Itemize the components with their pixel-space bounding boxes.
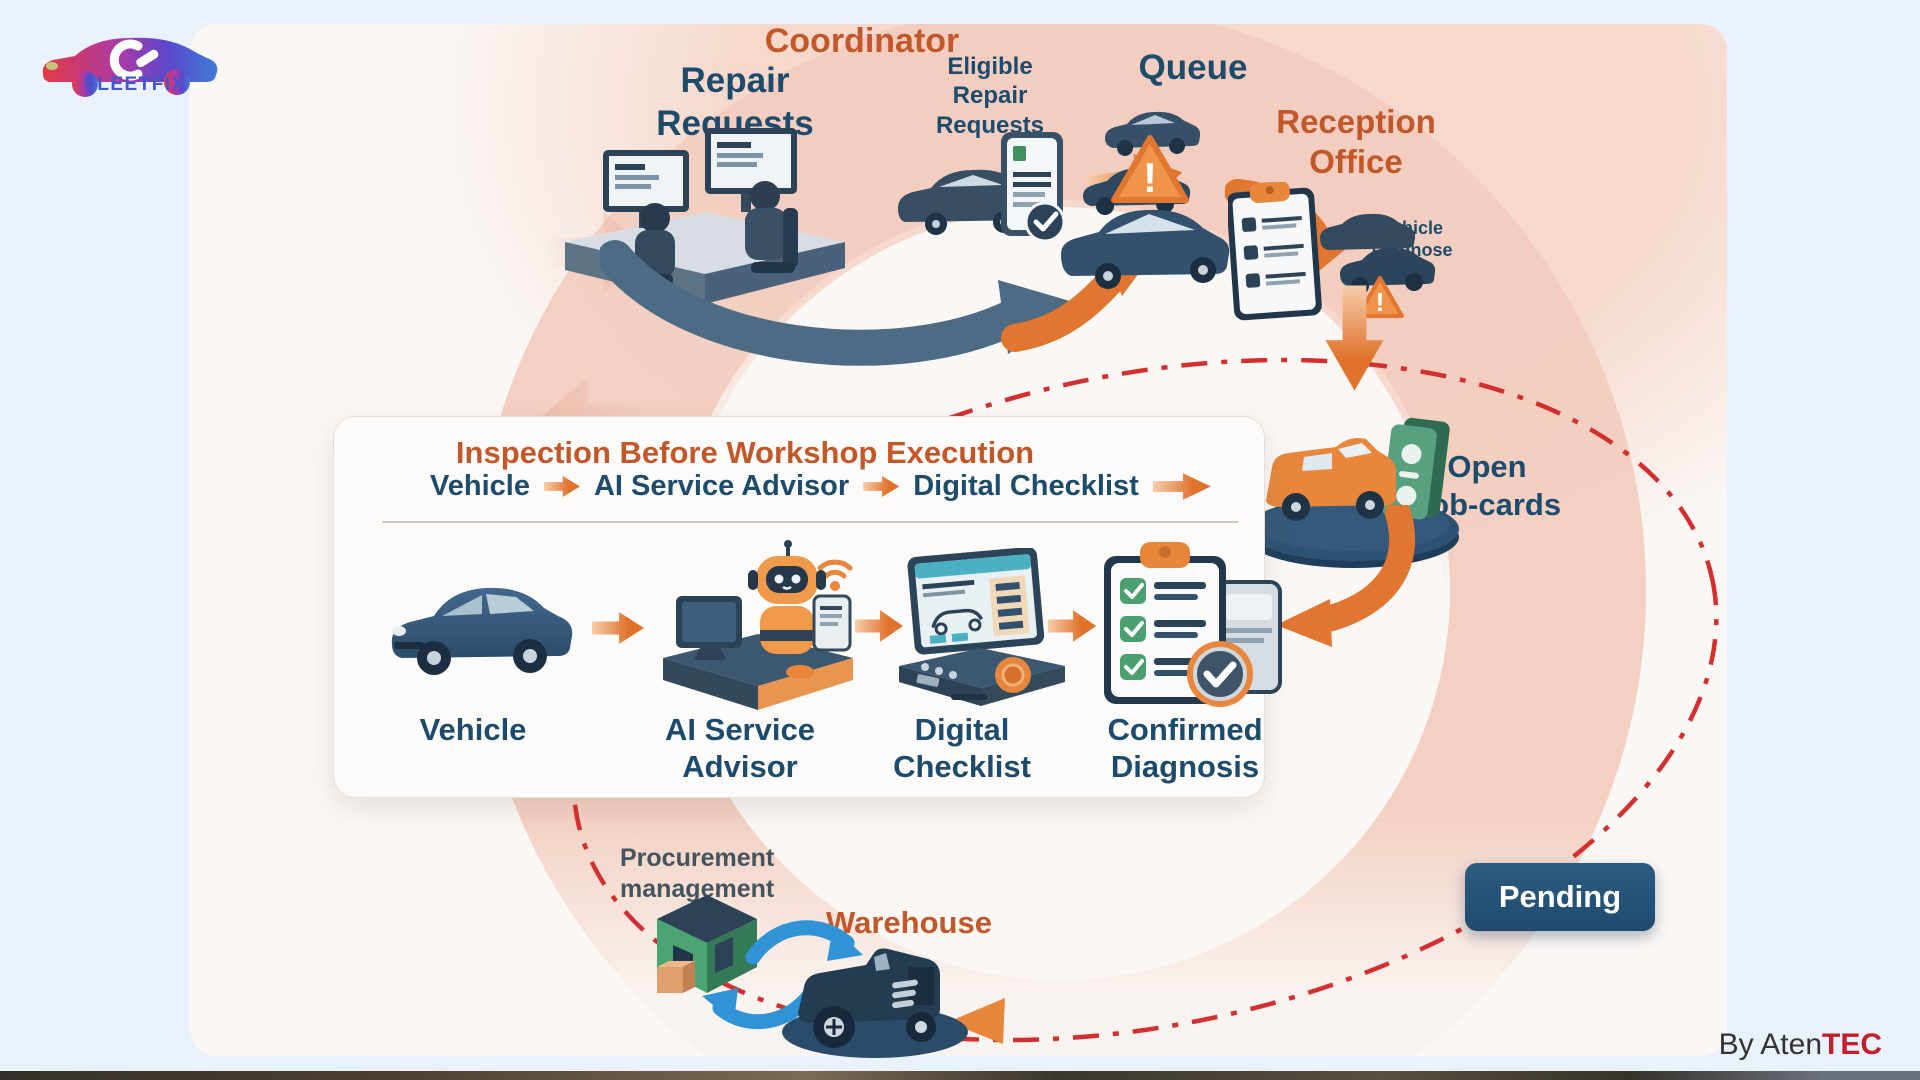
fleetfix-brand-text: FLEETFIX [84,74,186,95]
procurement-to-warehouse-arrow-icon [745,920,863,965]
inspection-panel-title: Inspection Before Workshop Execution [455,435,1035,470]
coordinator-illustration [565,128,845,304]
jobcards-return-arrow-icon [1276,505,1415,647]
credit-text: By AtenTEC [1719,1028,1882,1062]
warehouse-truck-illustration [782,948,968,1058]
flow-item-ai-advisor: AI Service Advisor [593,470,850,502]
procurement-building-illustration [657,895,757,993]
confirmed-diagnosis-step-illustration [1104,542,1282,707]
step-label-digital-checklist: Digital Checklist [893,712,1031,784]
panel-divider [382,521,1238,523]
svg-text:!: ! [1143,154,1157,201]
flow-arrow-icon [543,475,580,498]
step-label-ai-advisor: AI Service Advisor [665,712,815,784]
credit-prefix: By Aten [1718,1028,1822,1061]
inspection-flow-row: Vehicle AI Service Advisor Digital Check… [430,470,1211,503]
reception-office-label: Reception Office [1276,103,1436,181]
warehouse-label: Warehouse [826,905,992,940]
svg-text:!: ! [1376,287,1385,317]
eligible-repair-requests-illustration [898,132,1066,243]
cycle-arrowhead-icon [948,998,1005,1044]
vehicle-step-illustration [391,587,573,675]
flow-item-vehicle: Vehicle [430,470,530,502]
flow-item-digital-checklist: Digital Checklist [913,470,1139,502]
ring-bottom-fade [190,814,1727,1056]
eligible-repair-requests-label: Eligible Repair Requests [935,53,1045,139]
procurement-label: Procurement management [620,844,775,903]
queue-label: Queue [1138,48,1248,87]
coordinator-label: Coordinator [764,22,960,60]
bottom-photo-strip [0,1071,1920,1080]
reception-office-illustration: ! [1228,182,1436,321]
fleetfix-logo-car-icon [42,37,218,97]
flow-arrow-icon [863,475,900,498]
pending-button[interactable]: Pending [1465,863,1655,931]
flow-exit-arrow-icon [1152,473,1211,500]
queue-illustration: ! [1061,111,1230,289]
credit-brand: TEC [1822,1028,1882,1061]
step-label-vehicle: Vehicle [419,712,527,747]
digital-checklist-step-illustration [899,548,1065,706]
step-label-confirmed-diagnosis: Confirmed Diagnosis [1107,712,1263,784]
ai-advisor-step-illustration [663,540,853,710]
